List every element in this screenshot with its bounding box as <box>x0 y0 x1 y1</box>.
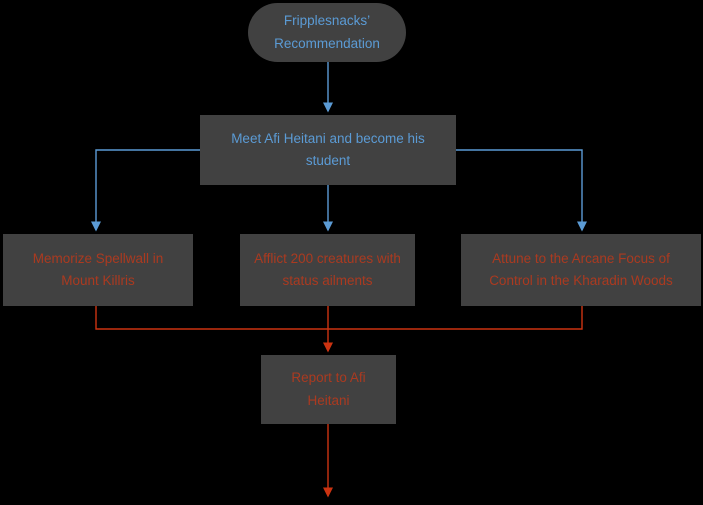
node-meet-afi-heitani: Meet Afi Heitani and become his student <box>200 115 456 185</box>
node-memorize-label-line2: Mount Killris <box>61 273 135 288</box>
node-report-label-line2: Heitani <box>307 392 350 408</box>
node-memorize-label-line1: Memorize Spellwall in <box>32 250 164 266</box>
node-attune-arcane-focus: Attune to the Arcane Focus of Control in… <box>461 234 701 306</box>
node-report-afi-heitani: Report to Afi Heitani <box>261 355 396 424</box>
node-start-label-line1: Fripplesnacks’ <box>283 13 371 29</box>
node-attune-label-line2: Control in the Kharadin Woods <box>489 273 673 288</box>
edge-meet-memorize <box>91 149 200 232</box>
edge-meet-attune <box>456 149 587 232</box>
node-afflict-label-line2: status ailments <box>282 273 373 288</box>
node-meet-label-line2: student <box>305 153 351 168</box>
node-attune-label-line1: Attune to the Arcane Focus of <box>492 250 670 266</box>
node-start-recommendation: Fripplesnacks’ Recommendation <box>248 3 406 62</box>
node-memorize-spellwall: Memorize Spellwall in Mount Killris <box>3 234 193 306</box>
node-afflict-creatures: Afflict 200 creatures with status ailmen… <box>240 234 415 306</box>
edge-memorize-attune-merge <box>95 306 583 330</box>
node-meet-label-line1: Meet Afi Heitani and become his <box>231 130 425 146</box>
node-report-label-line1: Report to Afi <box>291 370 366 386</box>
node-afflict-label-line1: Afflict 200 creatures with <box>254 250 401 266</box>
node-start-label-line2: Recommendation <box>274 35 380 51</box>
